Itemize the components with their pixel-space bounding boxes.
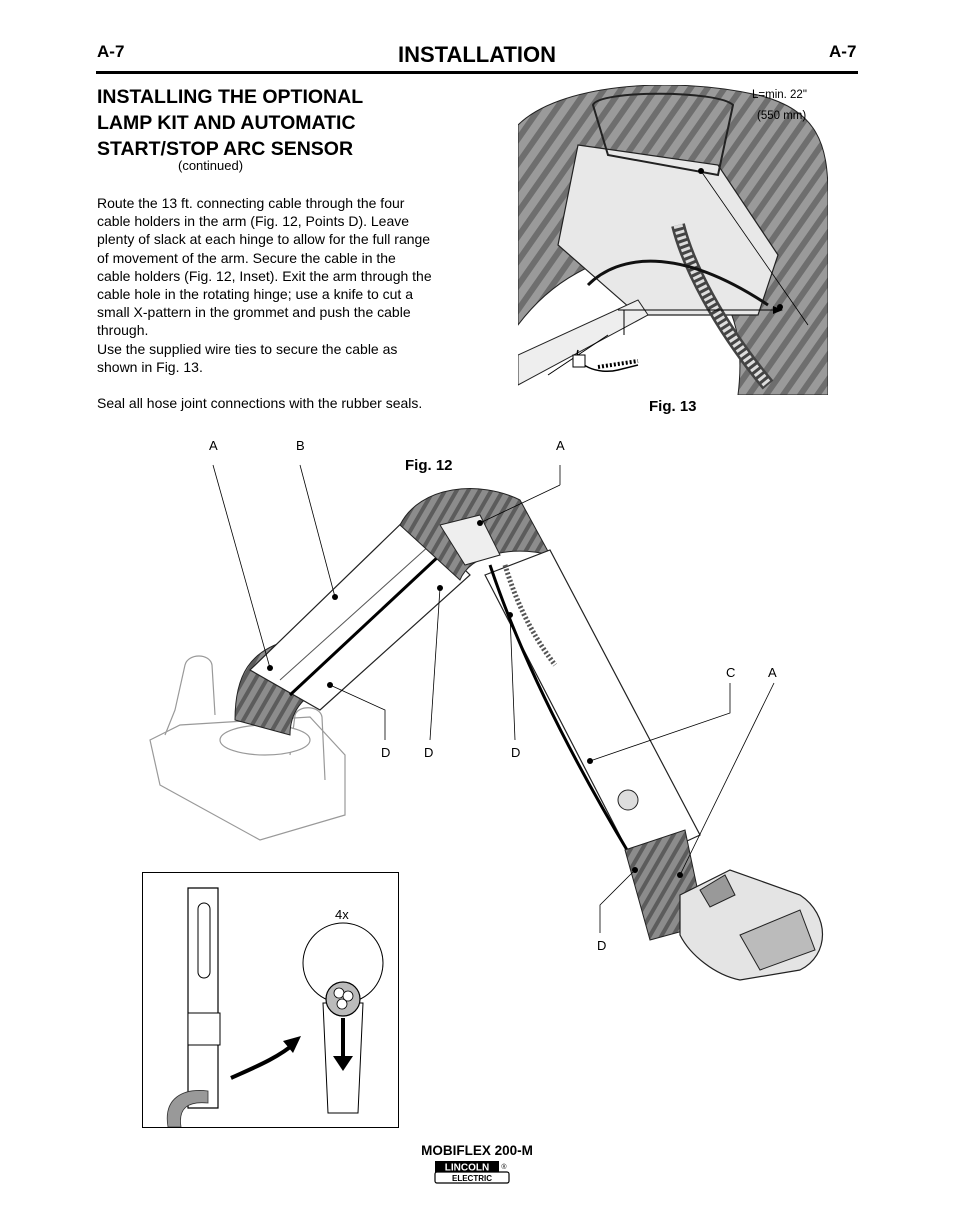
fig13-label: Fig. 13 (649, 398, 697, 415)
fig12-callout-a: A (556, 438, 565, 453)
fig12-callout-d: D (381, 745, 391, 760)
instructions-paragraph: Route the 13 ft. connecting cable throug… (97, 194, 467, 376)
fig12-label: Fig. 12 (405, 457, 453, 474)
paragraph-line: cable holders in the arm (Fig. 12, Point… (97, 213, 410, 230)
page-number-right: A-7 (829, 42, 857, 61)
section-heading: INSTALLING THE OPTIONAL LAMP KIT AND AUT… (97, 84, 457, 162)
fig13-dimension-length: L=min. 22" (752, 89, 807, 101)
fig12-callout-b: B (296, 438, 305, 453)
fig12-callout-d: D (597, 938, 607, 953)
paragraph-line: small X-pattern in the grommet and push … (97, 304, 411, 321)
page-number-left: A-7 (97, 42, 125, 61)
fig12-callout-a: A (209, 438, 218, 453)
cable-holder-inset-drawing (166, 887, 384, 1128)
fig12-callout-a: A (768, 665, 777, 680)
section-heading-line: LAMP KIT AND AUTOMATIC (97, 112, 356, 134)
page-title: INSTALLATION (397, 42, 557, 67)
paragraph-line: cable holders (Fig. 12, Inset). Exit the… (97, 267, 432, 284)
fig12-inset (142, 872, 399, 1128)
paragraph-line: of movement of the arm. Secure the cable… (97, 249, 396, 266)
fig13-illustration (518, 85, 828, 395)
inset-quantity-label: 4x (335, 907, 349, 922)
fig12-callout-c: C (726, 665, 736, 680)
section-heading-line: START/STOP ARC SENSOR (97, 138, 354, 160)
paragraph-line: shown in Fig. 13. (97, 358, 203, 375)
fig13-dimension-metric: (550 mm) (757, 110, 807, 122)
section-heading-line: INSTALLING THE OPTIONAL (97, 86, 364, 108)
paragraph-line: through. (97, 322, 149, 339)
header-rule (96, 71, 858, 74)
logo-registered-mark: ® (501, 1163, 507, 1171)
logo-graphic: LINCOLN ® ELECTRIC (434, 1161, 510, 1184)
lincoln-electric-logo: LINCOLN ® ELECTRIC (434, 1160, 510, 1184)
paragraph-line: Route the 13 ft. connecting cable throug… (97, 195, 405, 211)
fig12-callout-d: D (511, 745, 521, 760)
logo-word-top: LINCOLN (445, 1163, 489, 1174)
fig12-illustration (149, 464, 823, 981)
logo-word-bottom: ELECTRIC (452, 1174, 492, 1183)
seal-instruction: Seal all hose joint connections with the… (97, 395, 423, 411)
footer-model-name: MOBIFLEX 200-M (421, 1143, 533, 1158)
paragraph-line: plenty of slack at each hinge to allow f… (97, 231, 431, 248)
paragraph-line: cable hole in the rotating hinge; use a … (97, 286, 413, 303)
paragraph-line: Use the supplied wire ties to secure the… (97, 340, 398, 357)
fig12-callout-d: D (424, 745, 434, 760)
continued-note: (continued) (178, 158, 244, 173)
